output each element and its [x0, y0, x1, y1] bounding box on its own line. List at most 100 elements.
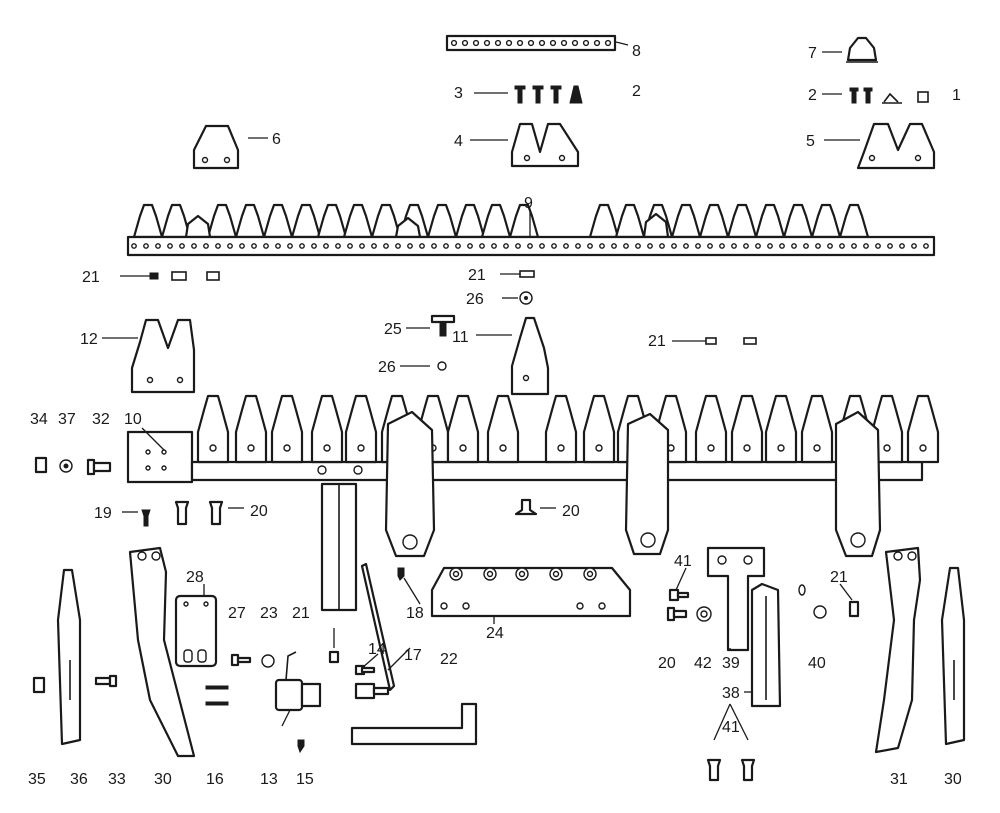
- knife-tooth: [614, 203, 646, 239]
- plate-hole-inner: [452, 570, 460, 578]
- callout-label: 15: [296, 771, 314, 788]
- callout-label: 34: [30, 411, 48, 428]
- callout-label: 2: [632, 83, 641, 100]
- rivet-hole: [803, 243, 809, 249]
- plate-bolt-hole: [440, 602, 448, 610]
- rivet-hole: [287, 243, 293, 249]
- plate-hole-inner: [518, 570, 526, 578]
- part-21-bolts-left: [120, 271, 220, 281]
- part-27-bolt: [230, 653, 252, 667]
- part-23-washer: [261, 654, 275, 668]
- strip-hole: [450, 39, 458, 47]
- part-28-plate: [174, 594, 218, 668]
- plate-hole-inner: [552, 570, 560, 578]
- callout-label: 35: [28, 771, 46, 788]
- knife-tooth: [480, 203, 512, 239]
- callout-label: 18: [406, 605, 424, 622]
- knife-tooth: [262, 203, 294, 239]
- cutter-tooth: [730, 394, 764, 464]
- rivet-hole: [383, 243, 389, 249]
- rivet-hole: [719, 243, 725, 249]
- rivet-hole: [815, 243, 821, 249]
- cutter-tooth: [196, 394, 230, 464]
- callout-label: 3: [454, 85, 463, 102]
- rivet-hole: [611, 243, 617, 249]
- rivet-hole: [671, 243, 677, 249]
- callout-label: 32: [92, 411, 110, 428]
- part-31-lifter-arm: [874, 546, 922, 754]
- part-6-knife-section: [192, 124, 240, 170]
- callout-label: 30: [944, 771, 962, 788]
- knife-tooth: [426, 203, 458, 239]
- tooth-hole: [813, 444, 821, 452]
- rivet-hole: [443, 243, 449, 249]
- part-20-bolt-lower: [666, 606, 688, 622]
- part-30-lifter-arm: [128, 546, 196, 758]
- part-40-washer: [798, 584, 827, 619]
- part-39-bracket: [706, 546, 766, 652]
- tooth-hole: [707, 444, 715, 452]
- part-37-washer: [59, 459, 73, 473]
- callout-label: 23: [260, 605, 278, 622]
- strip-hole: [483, 39, 491, 47]
- rivet-hole: [839, 243, 845, 249]
- strip-hole: [472, 39, 480, 47]
- callout-label: 20: [658, 655, 676, 672]
- part-2-1-small-parts: [849, 87, 929, 104]
- callout-label: 21: [82, 269, 100, 286]
- callout-label: 30: [154, 771, 172, 788]
- callout-label: 5: [806, 133, 815, 150]
- plate-bolt-hole: [462, 602, 470, 610]
- rivet-hole: [851, 243, 857, 249]
- knife-tooth: [342, 203, 374, 239]
- part-34-nut: [34, 456, 48, 474]
- cutter-tooth: [582, 394, 616, 464]
- part-18-pin: [397, 567, 405, 581]
- rivet-hole: [527, 243, 533, 249]
- strip-hole: [582, 39, 590, 47]
- rivet-hole: [251, 243, 257, 249]
- callout-label: 39: [722, 655, 740, 672]
- callout-label: 25: [384, 321, 402, 338]
- part-26-washer-lower: [437, 361, 447, 371]
- part-20-bolts-left: [174, 500, 224, 526]
- knife-tooth: [588, 203, 620, 239]
- callout-label: 28: [186, 569, 204, 586]
- callout-label: 8: [632, 43, 641, 60]
- tooth-hole: [743, 444, 751, 452]
- rivet-hole: [659, 243, 665, 249]
- leader-lines: [102, 41, 860, 727]
- rivet-hole: [755, 243, 761, 249]
- cutter-tooth: [270, 394, 304, 464]
- part-22-l-rod: [350, 702, 478, 746]
- tooth-hole: [247, 444, 255, 452]
- callout-label: 20: [250, 503, 268, 520]
- part-21-bolt-center: [500, 270, 535, 278]
- part-41-bolt-upper: [668, 588, 690, 602]
- part-20-bolt-center: [514, 498, 538, 516]
- callout-label: 42: [694, 655, 712, 672]
- tooth-hole: [777, 444, 785, 452]
- knife-tooth: [810, 203, 842, 239]
- callout-label: 37: [58, 411, 76, 428]
- callout-label: 24: [486, 625, 504, 642]
- strip-hole: [516, 39, 524, 47]
- callout-labels: 8 7 3 2 2 1 6 4 5 9 21 21 26 25 12 11 21…: [28, 43, 962, 788]
- rivet-hole: [575, 243, 581, 249]
- tooth-hole: [209, 444, 217, 452]
- rivet-hole: [515, 243, 521, 249]
- rivet-hole: [407, 243, 413, 249]
- rivet-hole: [359, 243, 365, 249]
- rivet-hole: [767, 243, 773, 249]
- callout-label: 21: [292, 605, 310, 622]
- rivet-hole: [311, 243, 317, 249]
- callout-label: 4: [454, 133, 463, 150]
- rivet-hole: [203, 243, 209, 249]
- knife-tooth: [132, 203, 164, 239]
- plate-hole-inner: [586, 570, 594, 578]
- cutter-tooth: [486, 394, 520, 464]
- strip-hole: [571, 39, 579, 47]
- knife-tooth: [670, 203, 702, 239]
- callout-label: 10: [124, 411, 142, 428]
